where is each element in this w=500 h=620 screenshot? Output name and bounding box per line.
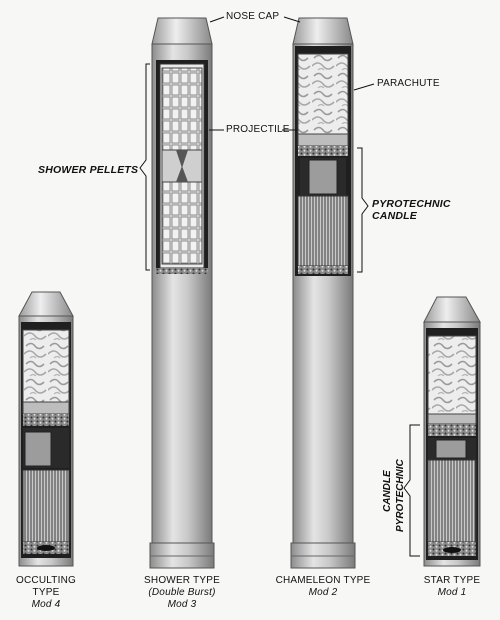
shower-caption: SHOWER TYPE (Double Burst) Mod 3 [132,575,232,611]
nose-cap-label: NOSE CAP [226,11,280,22]
star-round [423,296,481,567]
shower-pellets-label: SHOWER PELLETS [38,164,139,176]
occulting-name-line2: TYPE [32,587,60,598]
occulting-name-line1: OCCULTING [16,575,76,586]
projectile-label: PROJECTILE [226,124,290,135]
pyrotechnic-candle-label-line2: CANDLE [372,210,417,222]
chameleon-caption: CHAMELEON TYPE Mod 2 [268,575,378,599]
occulting-round [18,291,74,567]
occulting-caption: OCCULTING TYPE Mod 4 [6,575,86,611]
star-mod: Mod 1 [437,587,467,598]
star-name-line1: STAR TYPE [423,575,481,586]
shower-round [149,17,215,569]
chameleon-round [290,17,356,569]
chameleon-name-line1: CHAMELEON TYPE [275,575,371,586]
star-caption: STAR TYPE Mod 1 [412,575,492,599]
leader-lines [139,16,420,557]
shower-mod: Mod 3 [167,599,197,610]
pyrotechnic-candle-label-line1: PYROTECHNIC [372,198,451,210]
shower-name-line2: (Double Burst) [148,587,216,598]
pyrotechnic-vertical-label: PYROTECHNIC [395,459,406,532]
shower-name-line1: SHOWER TYPE [144,575,220,586]
occulting-mod: Mod 4 [31,599,61,610]
parachute-label: PARACHUTE [377,78,440,89]
candle-vertical-label: CANDLE [382,470,393,512]
chameleon-mod: Mod 2 [308,587,338,598]
